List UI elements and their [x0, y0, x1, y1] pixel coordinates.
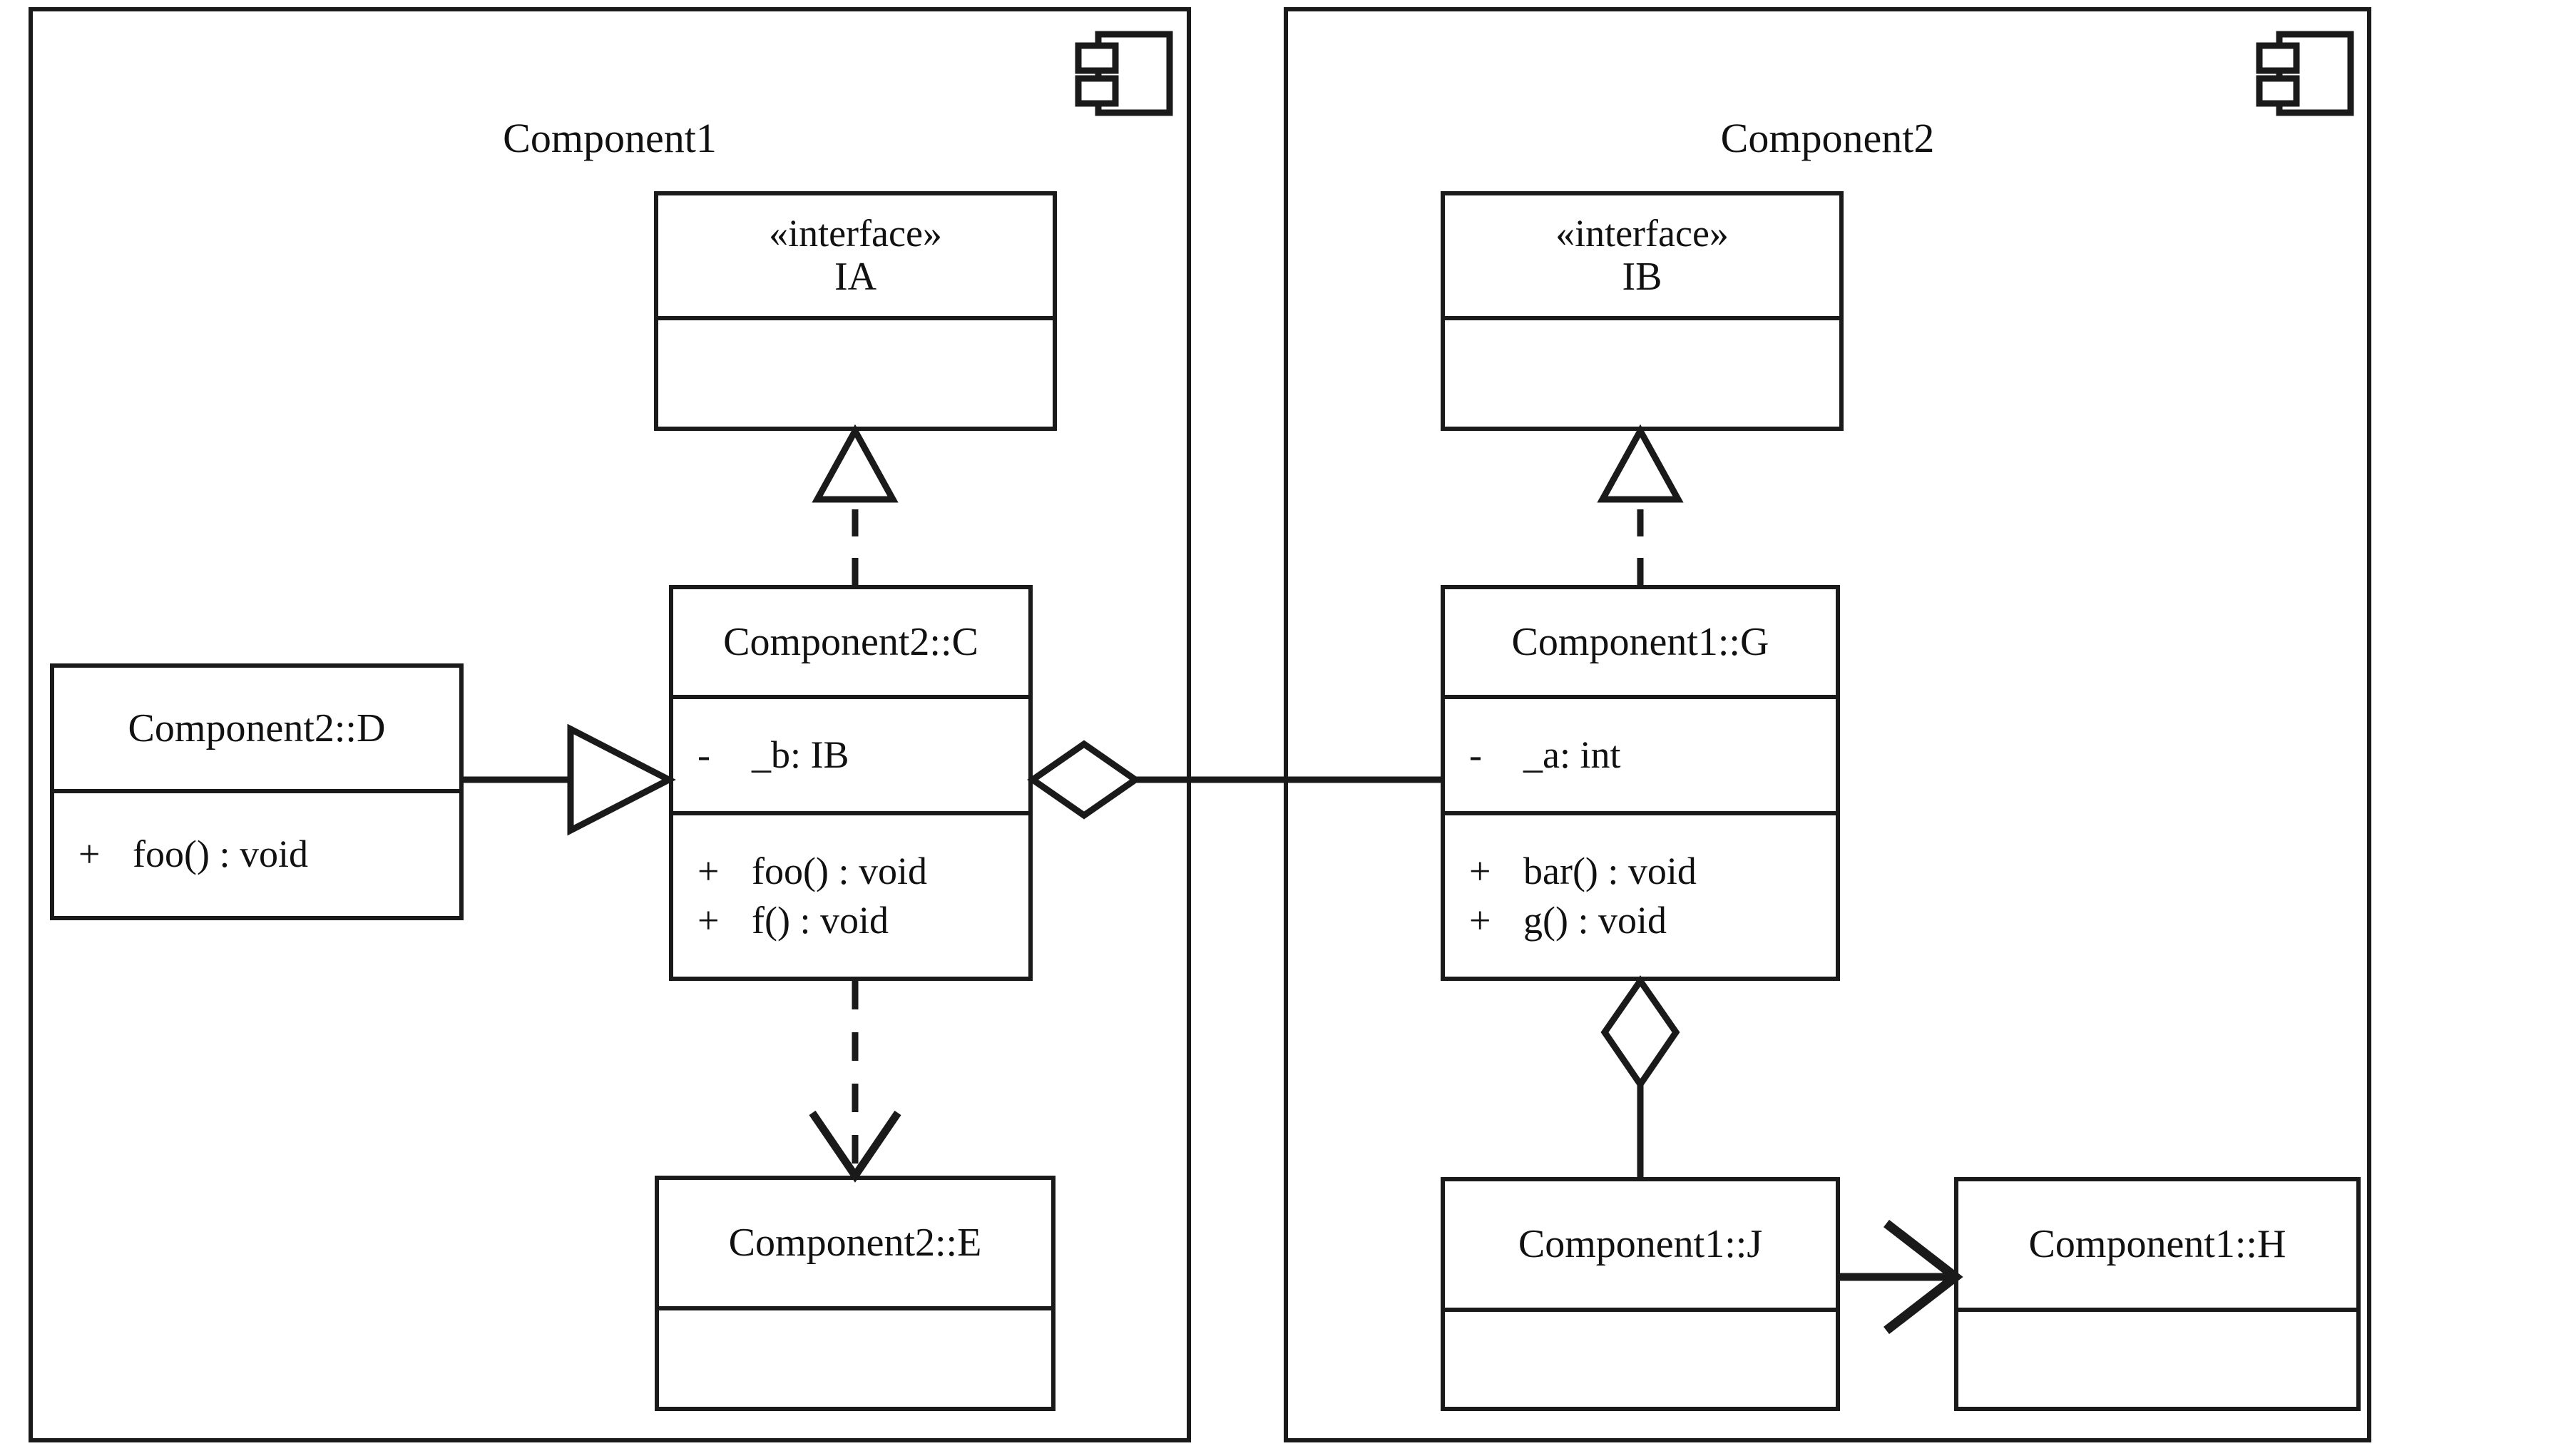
class-g-attribute-signature: _a: int — [1523, 733, 1621, 776]
class-g-operation-signature: g() : void — [1523, 898, 1667, 942]
class-d-box[interactable]: Component2::D + foo() : void — [50, 663, 464, 920]
connector-c-depends-e[interactable] — [809, 981, 901, 1183]
class-g-name-compartment: Component1::G — [1445, 589, 1836, 695]
class-g-operations-compartment: + bar() : void + g() : void — [1445, 810, 1836, 977]
class-j-name-compartment: Component1::J — [1445, 1181, 1836, 1308]
open-arrow-head — [809, 1110, 901, 1183]
class-h-box[interactable]: Component1::H — [1954, 1177, 2361, 1411]
interface-ib-stereotype: «interface» — [1555, 212, 1729, 255]
class-c-operation-signature: foo() : void — [752, 849, 927, 892]
hollow-triangle-head — [1597, 424, 1684, 503]
package-component1-label: Component1 — [503, 115, 717, 161]
class-c-operation: + f() : void — [673, 896, 1028, 945]
class-g-attribute: - _a: int — [1445, 730, 1836, 780]
class-c-box[interactable]: Component2::C - _b: IB + foo() : void + … — [669, 585, 1033, 981]
class-d-name-compartment: Component2::D — [54, 668, 459, 789]
class-g-attribute-visibility: - — [1469, 733, 1482, 776]
class-d-operation-visibility: + — [78, 833, 101, 876]
connector-c-realizes-ia[interactable] — [812, 424, 899, 585]
interface-ib-box[interactable]: «interface» IB — [1441, 191, 1844, 431]
class-e-box[interactable]: Component2::E — [655, 1176, 1056, 1411]
class-g-operation: + g() : void — [1445, 896, 1836, 945]
connector-c-aggregates-g[interactable] — [1027, 740, 1441, 820]
class-c-operation-visibility: + — [697, 898, 720, 942]
class-e-members-compartment — [659, 1305, 1051, 1407]
hollow-triangle-head — [567, 723, 676, 836]
class-c-attribute-signature: _b: IB — [752, 733, 849, 776]
class-c-operation: + foo() : void — [673, 847, 1028, 896]
class-e-name-compartment: Component2::E — [659, 1180, 1051, 1306]
component-icon — [1075, 31, 1173, 116]
connector-d-generalizes-c[interactable] — [464, 723, 676, 836]
class-c-attributes-compartment: - _b: IB — [673, 695, 1028, 810]
class-j-name: Component1::J — [1518, 1222, 1763, 1267]
class-d-operations-compartment: + foo() : void — [54, 789, 459, 916]
connector-g-realizes-ib[interactable] — [1597, 424, 1684, 585]
hollow-triangle-head — [812, 424, 899, 503]
class-g-operation-visibility: + — [1469, 898, 1491, 942]
class-g-operation: + bar() : void — [1445, 847, 1836, 896]
class-g-attributes-compartment: - _a: int — [1445, 695, 1836, 810]
class-g-box[interactable]: Component1::G - _a: int + bar() : void +… — [1441, 585, 1840, 981]
class-d-operation-signature: foo() : void — [133, 833, 308, 876]
class-j-box[interactable]: Component1::J — [1441, 1177, 1840, 1411]
class-d-name: Component2::D — [128, 706, 386, 750]
class-g-operation-signature: bar() : void — [1523, 849, 1697, 892]
package-component1[interactable] — [29, 7, 1191, 1442]
interface-ib-name: IB — [1622, 254, 1662, 299]
class-c-operation-visibility: + — [697, 849, 720, 892]
class-h-name: Component1::H — [2028, 1222, 2286, 1267]
class-c-attribute: - _b: IB — [673, 730, 1028, 780]
interface-ia-name: IA — [834, 254, 877, 299]
class-h-name-compartment: Component1::H — [1958, 1181, 2356, 1308]
hollow-diamond-head — [1027, 740, 1141, 820]
class-h-members-compartment — [1958, 1307, 2356, 1407]
class-c-name: Component2::C — [723, 619, 978, 664]
class-c-operation-signature: f() : void — [752, 898, 889, 942]
class-c-name-compartment: Component2::C — [673, 589, 1028, 695]
open-arrow-head — [1884, 1219, 1963, 1335]
connector-g-aggregates-j[interactable] — [1600, 975, 1680, 1177]
class-d-operation: + foo() : void — [54, 830, 459, 879]
component-icon — [2256, 31, 2354, 116]
connector-j-association-h[interactable] — [1840, 1219, 1963, 1335]
interface-ia-name-compartment: «interface» IA — [658, 195, 1053, 316]
class-c-attribute-visibility: - — [697, 733, 710, 776]
interface-ib-members-compartment — [1445, 315, 1839, 427]
interface-ia-stereotype: «interface» — [769, 212, 942, 255]
class-g-name: Component1::G — [1511, 619, 1769, 664]
interface-ib-name-compartment: «interface» IB — [1445, 195, 1839, 316]
package-component2-label: Component2 — [1720, 115, 1935, 161]
interface-ia-members-compartment — [658, 315, 1053, 427]
class-j-members-compartment — [1445, 1307, 1836, 1407]
class-c-operations-compartment: + foo() : void + f() : void — [673, 810, 1028, 977]
package-component2[interactable] — [1284, 7, 2371, 1442]
class-e-name: Component2::E — [728, 1221, 982, 1266]
class-g-operation-visibility: + — [1469, 849, 1491, 892]
hollow-diamond-head — [1600, 975, 1680, 1090]
